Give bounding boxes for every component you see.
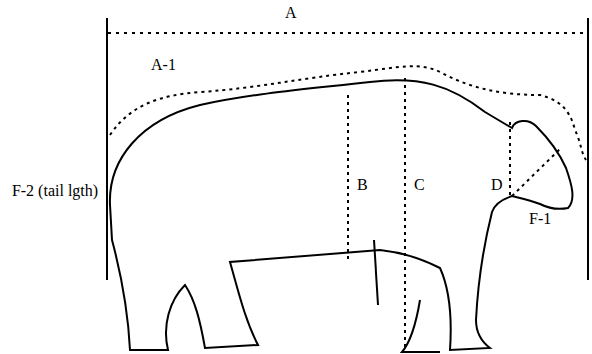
dimension-label: C xyxy=(413,176,426,194)
bear-outline xyxy=(110,80,573,350)
front-leg-line xyxy=(374,240,378,305)
dimension-label: A xyxy=(284,4,298,22)
head-length-line xyxy=(512,148,561,196)
neck-line xyxy=(509,122,511,196)
girth-line xyxy=(347,95,349,262)
dimension-label: F-1 xyxy=(528,210,552,228)
dimension-label: D xyxy=(490,176,504,194)
total-length-line xyxy=(108,32,587,34)
height-line xyxy=(404,78,406,350)
dimension-label: A-1 xyxy=(150,56,177,74)
dimension-label: B xyxy=(356,176,369,194)
left-limit-line xyxy=(106,18,108,280)
right-limit-line xyxy=(587,18,589,280)
dimension-label: F-2 (tail lgth) xyxy=(11,182,99,200)
far-leg-line xyxy=(402,300,440,352)
